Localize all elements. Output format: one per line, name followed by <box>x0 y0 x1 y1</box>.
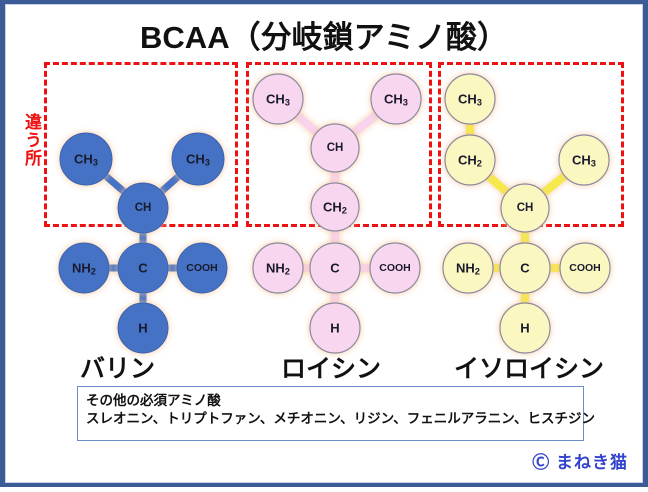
other-essential-amino-acids-box: その他の必須アミノ酸 スレオニン、トリプトファン、メチオニン、リジン、フェニルア… <box>77 386 595 441</box>
atom-circle-cooh <box>559 242 611 294</box>
atom-label-c: C <box>138 261 148 276</box>
atom-circle-h <box>309 302 361 354</box>
dashed-box-leucine <box>246 62 432 227</box>
dashed-box-isoleucine <box>438 62 624 227</box>
atom-node-leucine-c: C <box>309 242 361 294</box>
atom-circle-cooh <box>176 242 228 294</box>
atom-circle-cooh <box>369 242 421 294</box>
atom-node-isoleucine-nh2: NH2 <box>442 242 494 294</box>
atom-node-valine-nh2: NH2 <box>58 242 110 294</box>
atom-circle-nh2 <box>252 242 304 294</box>
atom-label-h: H <box>138 321 147 336</box>
atom-label-subscript: 2 <box>91 267 96 277</box>
atom-circle-h <box>499 302 551 354</box>
atom-circle-h <box>117 302 169 354</box>
atom-circle-c <box>117 242 169 294</box>
atom-node-valine-cooh: COOH <box>176 242 228 294</box>
page-title: BCAA（分岐鎖アミノ酸） <box>140 20 508 55</box>
atom-circle-c <box>309 242 361 294</box>
atom-label-subscript: 2 <box>285 267 290 277</box>
atom-label-cooh: COOH <box>569 262 601 274</box>
atom-circle-nh2 <box>58 242 110 294</box>
atom-label-h: H <box>520 321 529 336</box>
molecule-name-isoleucine: イソロイシン <box>454 355 605 383</box>
atom-label-cooh: COOH <box>186 262 218 274</box>
molecule-name-valine: バリン <box>80 355 156 383</box>
atom-node-isoleucine-cooh: COOH <box>559 242 611 294</box>
note-heading: その他の必須アミノ酸 <box>86 393 221 408</box>
dashed-box-valine <box>44 62 238 227</box>
note-list: スレオニン、トリプトファン、メチオニン、リジン、フェニルアラニン、ヒスチジン <box>86 411 595 426</box>
difference-annotation-label: 違う所 <box>22 113 41 167</box>
atom-node-leucine-nh2: NH2 <box>252 242 304 294</box>
atom-node-leucine-h: H <box>309 302 361 354</box>
copyright-notice: Ⓒ まねき猫 <box>532 453 628 472</box>
atom-label-nh2: NH2 <box>456 261 480 277</box>
atom-label-nh2: NH2 <box>72 261 96 277</box>
atom-circle-nh2 <box>442 242 494 294</box>
atom-label-subscript: 2 <box>475 267 480 277</box>
atom-label-c: C <box>520 261 530 276</box>
atom-node-leucine-cooh: COOH <box>369 242 421 294</box>
atom-node-isoleucine-c: C <box>499 242 551 294</box>
atom-label-h: H <box>330 321 339 336</box>
atom-label-cooh: COOH <box>379 262 411 274</box>
atom-label-c: C <box>330 261 340 276</box>
atom-node-valine-c: C <box>117 242 169 294</box>
atom-node-isoleucine-h: H <box>499 302 551 354</box>
atom-label-nh2: NH2 <box>266 261 290 277</box>
molecule-name-leucine: ロイシン <box>281 355 382 383</box>
atom-circle-c <box>499 242 551 294</box>
atom-node-valine-h: H <box>117 302 169 354</box>
